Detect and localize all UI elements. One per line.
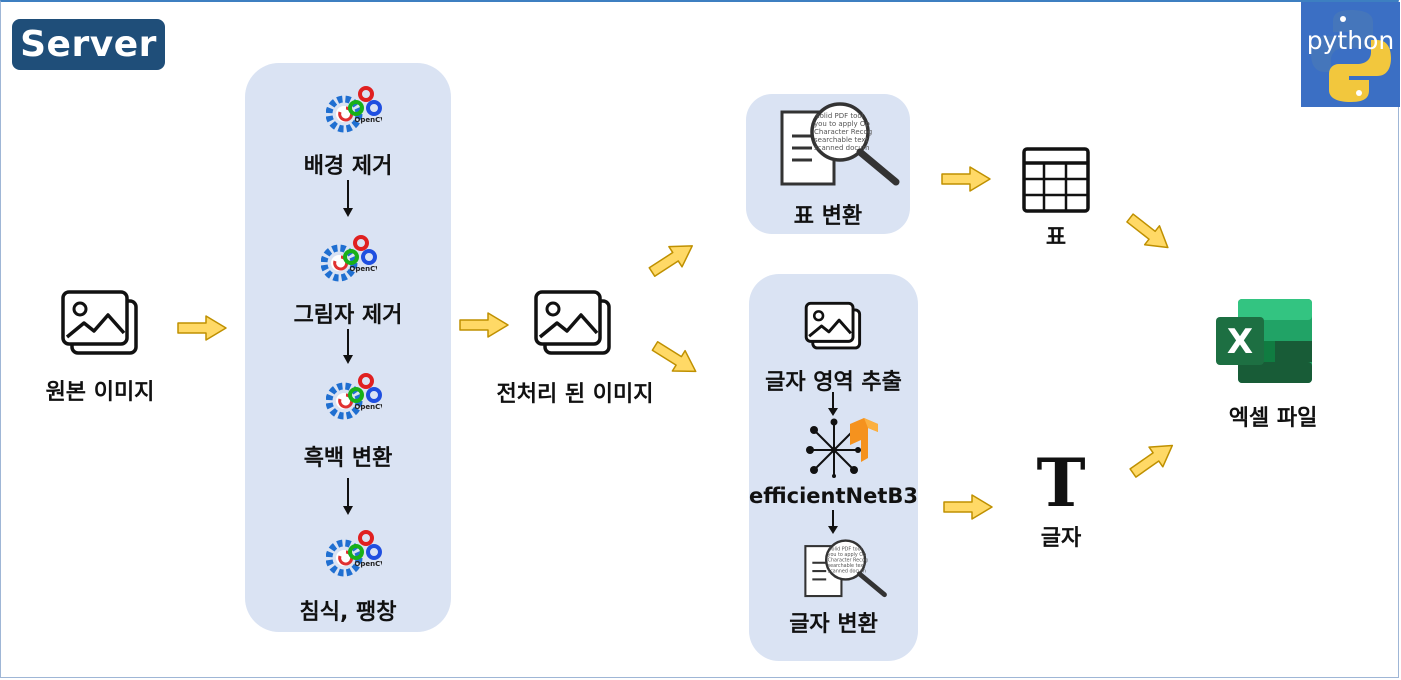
opencv-text: OpenCV	[354, 560, 382, 568]
flow-arrow-down	[341, 329, 355, 365]
python-logo-icon: python	[1301, 2, 1400, 107]
ocr-document-icon: solid PDF tool you to apply Op Character…	[804, 538, 890, 600]
block-arrow	[1121, 207, 1176, 258]
block-arrow	[943, 494, 993, 520]
flow-arrow-down	[826, 510, 840, 536]
ocr-doc-line: scanned docum	[828, 568, 867, 574]
ocr-doc-line: you to apply Op	[814, 120, 870, 128]
text-result-label: 글자	[1040, 526, 1082, 551]
model-label: efficientNetB3	[749, 484, 919, 508]
step-label-shadow: 그림자 제거	[293, 303, 403, 328]
step-label-erode-dilate: 침식, 팽창	[299, 600, 397, 625]
excel-output-label: 엑셀 파일	[1228, 406, 1318, 431]
neural-network-icon	[806, 418, 880, 478]
original-image-label: 원본 이미지	[45, 380, 155, 405]
step-label-grayscale: 흑백 변환	[303, 446, 393, 471]
block-arrow	[941, 166, 991, 192]
opencv-text: OpenCV	[349, 265, 377, 273]
table-icon	[1022, 147, 1090, 213]
block-arrow	[459, 312, 509, 338]
ocr-doc-line: solid PDF tool	[829, 546, 862, 552]
block-arrow	[647, 335, 703, 383]
table-result-label: 표	[1045, 225, 1067, 250]
ocr-doc-line: solid PDF tool	[816, 112, 864, 120]
table-convert-label: 표 변환	[793, 204, 863, 229]
block-arrow	[644, 235, 700, 283]
ocr-document-icon: solid PDF tool you to apply Op Character…	[780, 102, 904, 188]
text-region-image-icon	[804, 299, 864, 353]
excel-glyph: X	[1227, 322, 1253, 362]
opencv-text: OpenCV	[354, 116, 382, 124]
processed-image-label: 전처리 된 이미지	[496, 382, 654, 407]
opencv-text: OpenCV	[354, 403, 382, 411]
svg-text:solid PDF tool you to ap: solid PDF tool you to apply Op Character…	[828, 546, 870, 574]
excel-icon: X	[1214, 297, 1314, 385]
processed-image-icon	[533, 289, 615, 357]
flow-arrow-down	[826, 392, 840, 418]
text-type-icon: T	[1036, 444, 1086, 522]
ocr-doc-line: scanned docum	[814, 144, 870, 152]
ocr-doc-line: Character Recog	[828, 557, 868, 563]
ocr-doc-line: searchable text	[828, 563, 866, 569]
opencv-icon: OpenCV	[326, 86, 382, 136]
python-label: python	[1306, 26, 1395, 55]
ocr-doc-line: searchable text	[814, 136, 869, 144]
flow-arrow-down	[341, 180, 355, 218]
flow-arrow-down	[341, 478, 355, 516]
block-arrow	[1125, 434, 1180, 484]
original-image-icon	[60, 289, 142, 357]
block-arrow	[177, 315, 227, 341]
opencv-icon: OpenCV	[321, 235, 377, 285]
opencv-icon: OpenCV	[326, 530, 382, 580]
step-label-background: 배경 제거	[303, 154, 393, 179]
svg-text:solid PDF tool you to ap: solid PDF tool you to apply Op Character…	[814, 112, 874, 152]
text-extract-label: 글자 영역 추출	[765, 370, 902, 395]
text-convert-label: 글자 변환	[789, 612, 878, 637]
ocr-doc-line: you to apply Op	[828, 552, 867, 558]
ocr-doc-line: Character Recog	[814, 128, 872, 136]
opencv-icon: OpenCV	[326, 373, 382, 423]
server-badge: Server	[12, 19, 165, 70]
